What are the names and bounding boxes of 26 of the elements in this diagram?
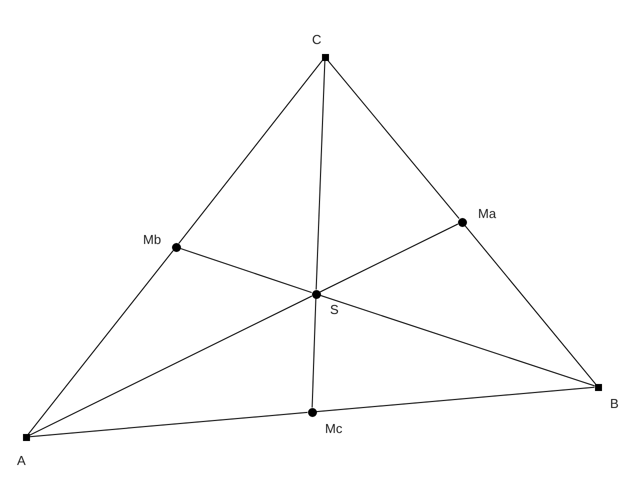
point-label: A: [17, 453, 26, 468]
point-label: Mc: [325, 421, 342, 436]
vertex-marker: [22, 434, 30, 440]
vertex-marker: [594, 384, 602, 390]
line-segment: [180, 248, 312, 294]
line-segment: [326, 59, 460, 220]
point-label: Mb: [143, 232, 162, 247]
line-segment: [464, 224, 596, 385]
point-marker: [458, 218, 466, 226]
line-segment: [312, 298, 316, 408]
line-segment: [320, 294, 596, 386]
line-segment: [28, 250, 174, 435]
point-marker: [172, 242, 180, 252]
vertex-marker: [322, 54, 328, 60]
line-segment: [178, 59, 324, 244]
point-marker: [312, 290, 320, 298]
line-segment: [28, 296, 312, 436]
line-segment: [316, 386, 596, 412]
point-label: C: [312, 32, 322, 47]
point-label: S: [330, 302, 339, 317]
line-segment: [28, 412, 308, 438]
line-segment: [320, 224, 458, 292]
line-segment: [316, 60, 326, 290]
point-marker: [308, 408, 316, 416]
point-label: Ma: [478, 206, 496, 221]
point-label: B: [610, 396, 619, 411]
